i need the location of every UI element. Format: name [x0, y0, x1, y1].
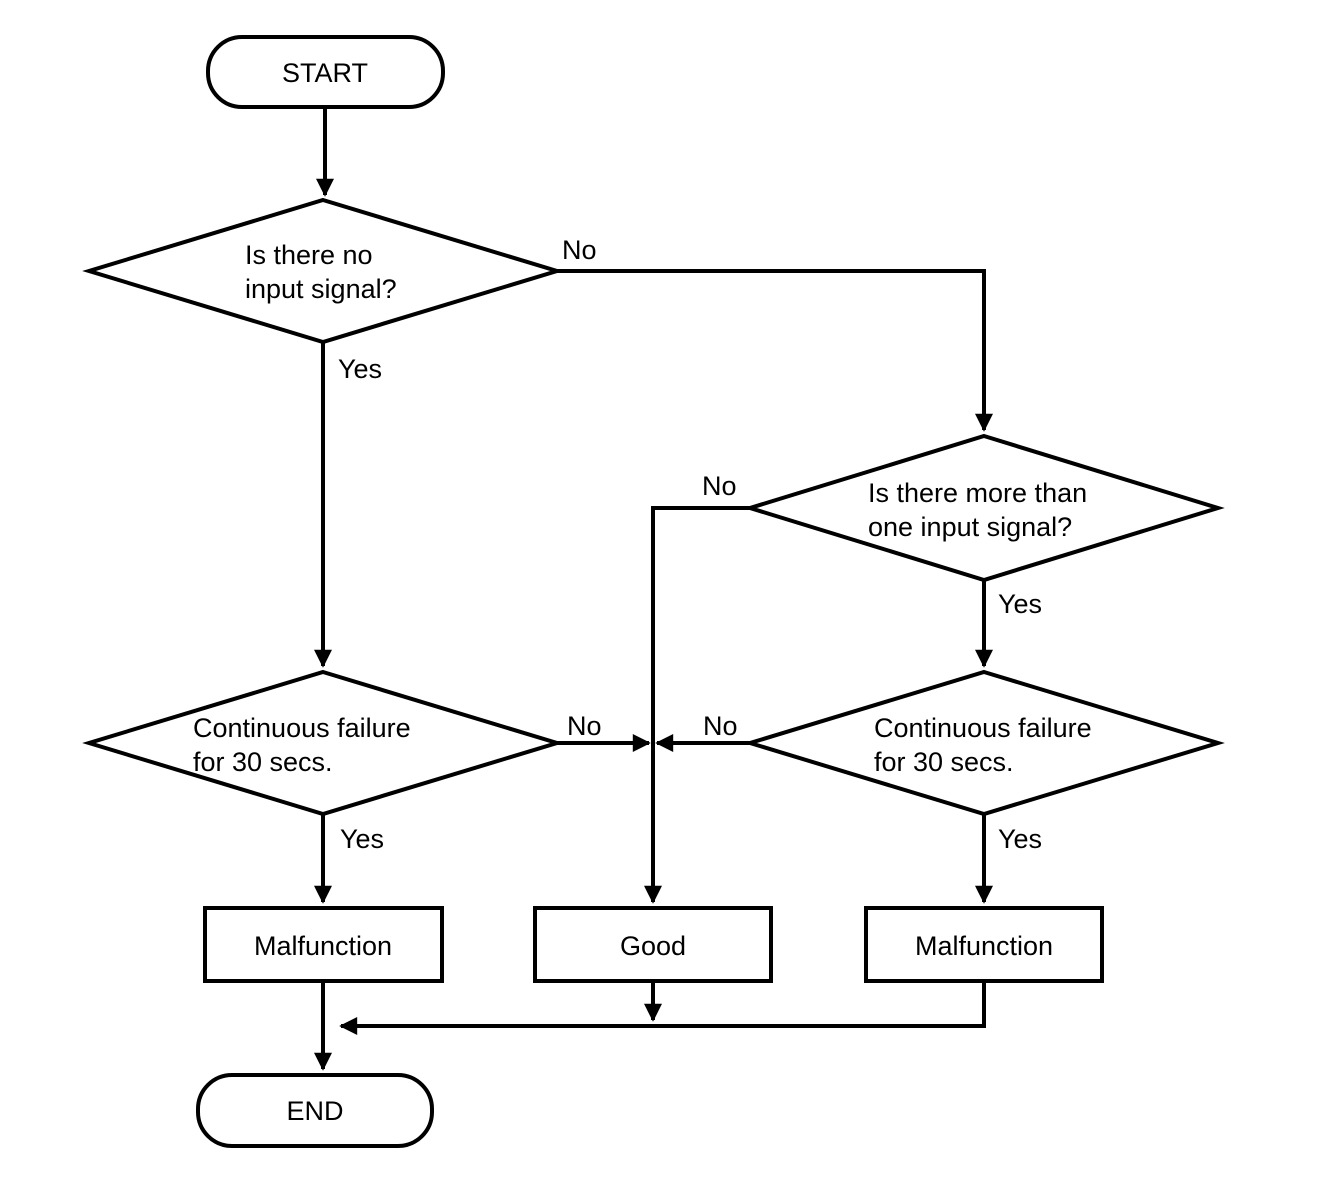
decision3-label-line2: for 30 secs. [193, 747, 333, 777]
malfunction-right-label: Malfunction [915, 931, 1053, 961]
edge-label-decision1-yes: Yes [338, 354, 382, 384]
decision2-label-line2: one input signal? [868, 512, 1072, 542]
end-terminator [196, 1073, 434, 1148]
malfunction-left-label: Malfunction [254, 931, 392, 961]
decision1-label-line1: Is there no [245, 240, 373, 270]
edge-label-decision2-no: No [702, 471, 737, 501]
start-label: START [282, 58, 368, 88]
good-label: Good [620, 931, 686, 961]
decision3-label-line1: Continuous failure [193, 713, 411, 743]
decision4-label-line2: for 30 secs. [874, 747, 1014, 777]
process-malfunction-left [203, 906, 444, 983]
edge-label-decision1-no: No [562, 235, 597, 265]
edge-label-decision4-yes: Yes [998, 824, 1042, 854]
decision1-label-line2: input signal? [245, 274, 397, 304]
start-terminator [206, 35, 445, 109]
end-label: END [286, 1096, 343, 1126]
edge-label-decision3-yes: Yes [340, 824, 384, 854]
edge-malfunction-right-merge [339, 981, 986, 1035]
edge-decision2-no-to-good [644, 506, 750, 904]
edge-label-decision3-no: No [567, 711, 602, 741]
decision4-label-line1: Continuous failure [874, 713, 1092, 743]
decision-continuous-failure-right [743, 669, 1225, 817]
decision-continuous-failure-left [82, 669, 564, 817]
edge-label-decision4-no: No [703, 711, 738, 741]
edge-decision1-no [557, 269, 993, 432]
decision2-label-line1: Is there more than [868, 478, 1087, 508]
edge-label-decision2-yes: Yes [998, 589, 1042, 619]
process-malfunction-right [864, 906, 1104, 983]
decision-no-input-signal [82, 197, 564, 345]
decision-more-than-one-signal [743, 433, 1225, 583]
process-good [533, 906, 773, 983]
